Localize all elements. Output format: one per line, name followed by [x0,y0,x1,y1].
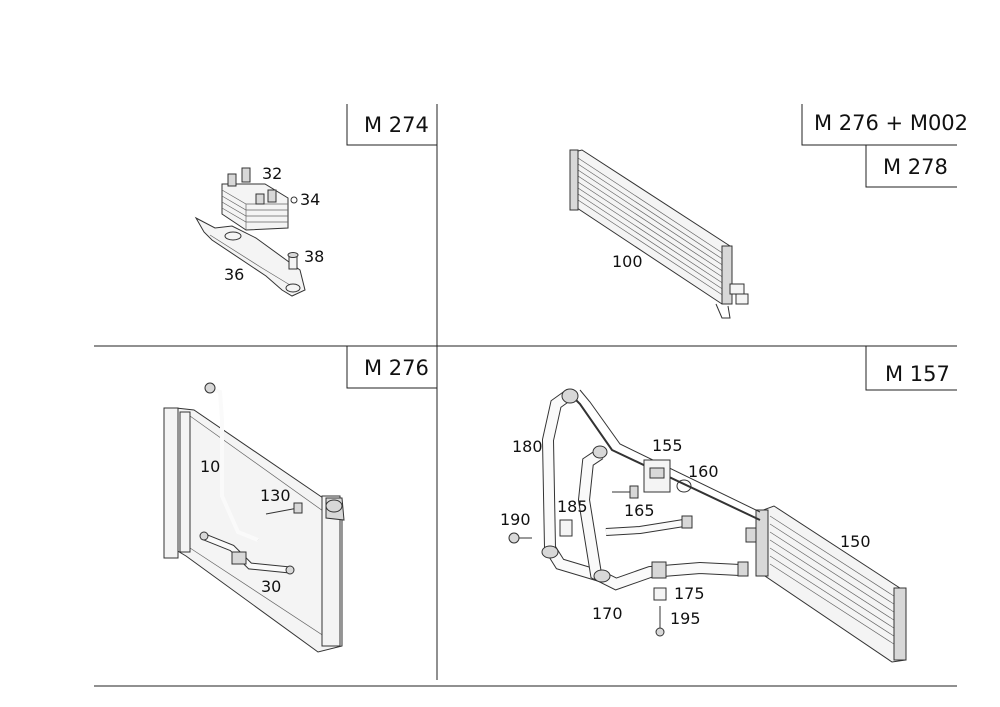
part-number-36: 36 [224,265,244,284]
cooler-assembly-m157-drawing [508,388,907,663]
oil-cooler-m274-drawing [194,167,306,297]
part-number-150: 150 [840,532,871,551]
radiator-100-drawing [569,149,749,319]
engine-label-m278-text: M 278 [883,155,948,179]
part-number-170: 170 [592,604,623,623]
engine-label-m274-text: M 274 [364,113,429,137]
part-number-190: 190 [500,510,531,529]
part-number-32: 32 [262,164,282,183]
part-number-180: 180 [512,437,543,456]
engine-label-m276: M 276 [346,346,437,389]
part-number-195: 195 [670,609,701,628]
engine-label-m157: M 157 [865,346,957,391]
part-number-38: 38 [304,247,324,266]
part-number-185: 185 [557,497,588,516]
part-number-160: 160 [688,462,719,481]
part-number-labels: 32 34 36 38 100 10 130 30 155 160 180 18… [200,164,871,628]
engine-label-m276-text: M 276 [364,356,429,380]
engine-label-m276-m002-text: M 276 + M002 [814,111,968,135]
radiator-m276-drawing [163,382,345,653]
part-number-10: 10 [200,457,220,476]
engine-label-m274: M 274 [346,104,437,146]
part-number-100: 100 [612,252,643,271]
part-number-155: 155 [652,436,683,455]
part-number-34: 34 [300,190,320,209]
engine-label-m278: M 278 [865,145,957,188]
part-number-165: 165 [624,501,655,520]
engine-label-m276-m002: M 276 + M002 [801,104,968,146]
part-number-130: 130 [260,486,291,505]
part-number-175: 175 [674,584,705,603]
grid-lines [94,104,957,687]
engine-label-m157-text: M 157 [885,362,950,386]
part-number-30: 30 [261,577,281,596]
